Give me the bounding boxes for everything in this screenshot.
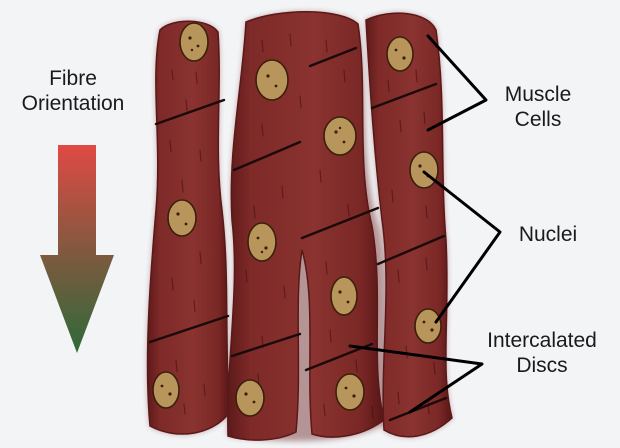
nucleus [248,223,276,261]
muscle-cells-label: Muscle Cells [486,82,590,132]
intercalated-discs-label: Intercalated Discs [470,328,614,378]
nucleus [256,60,288,100]
nucleus [324,117,356,155]
fibre-orientation-line-2: Orientation [6,91,140,116]
nucleus [387,37,413,71]
intercalated-discs-line-1: Intercalated [470,328,614,353]
muscle-cells [148,12,452,441]
nuclei-label: Nuclei [506,222,590,247]
fibre-orientation-arrow-icon [40,145,114,353]
intercalated-discs-line-2: Discs [470,353,614,378]
nucleus [336,374,364,410]
fibre-orientation-line-1: Fibre [6,66,140,91]
nucleus [415,309,441,343]
nucleus [410,152,438,188]
muscle-cells-line-1: Muscle [486,82,590,107]
nucleus [236,380,264,416]
muscle-cells-line-2: Cells [486,107,590,132]
nucleus [331,277,357,315]
nuclei-line-1: Nuclei [506,222,590,247]
nucleus [180,23,208,61]
nucleus [168,200,196,236]
nucleus [153,372,179,408]
fibre-orientation-label: Fibre Orientation [6,66,140,116]
